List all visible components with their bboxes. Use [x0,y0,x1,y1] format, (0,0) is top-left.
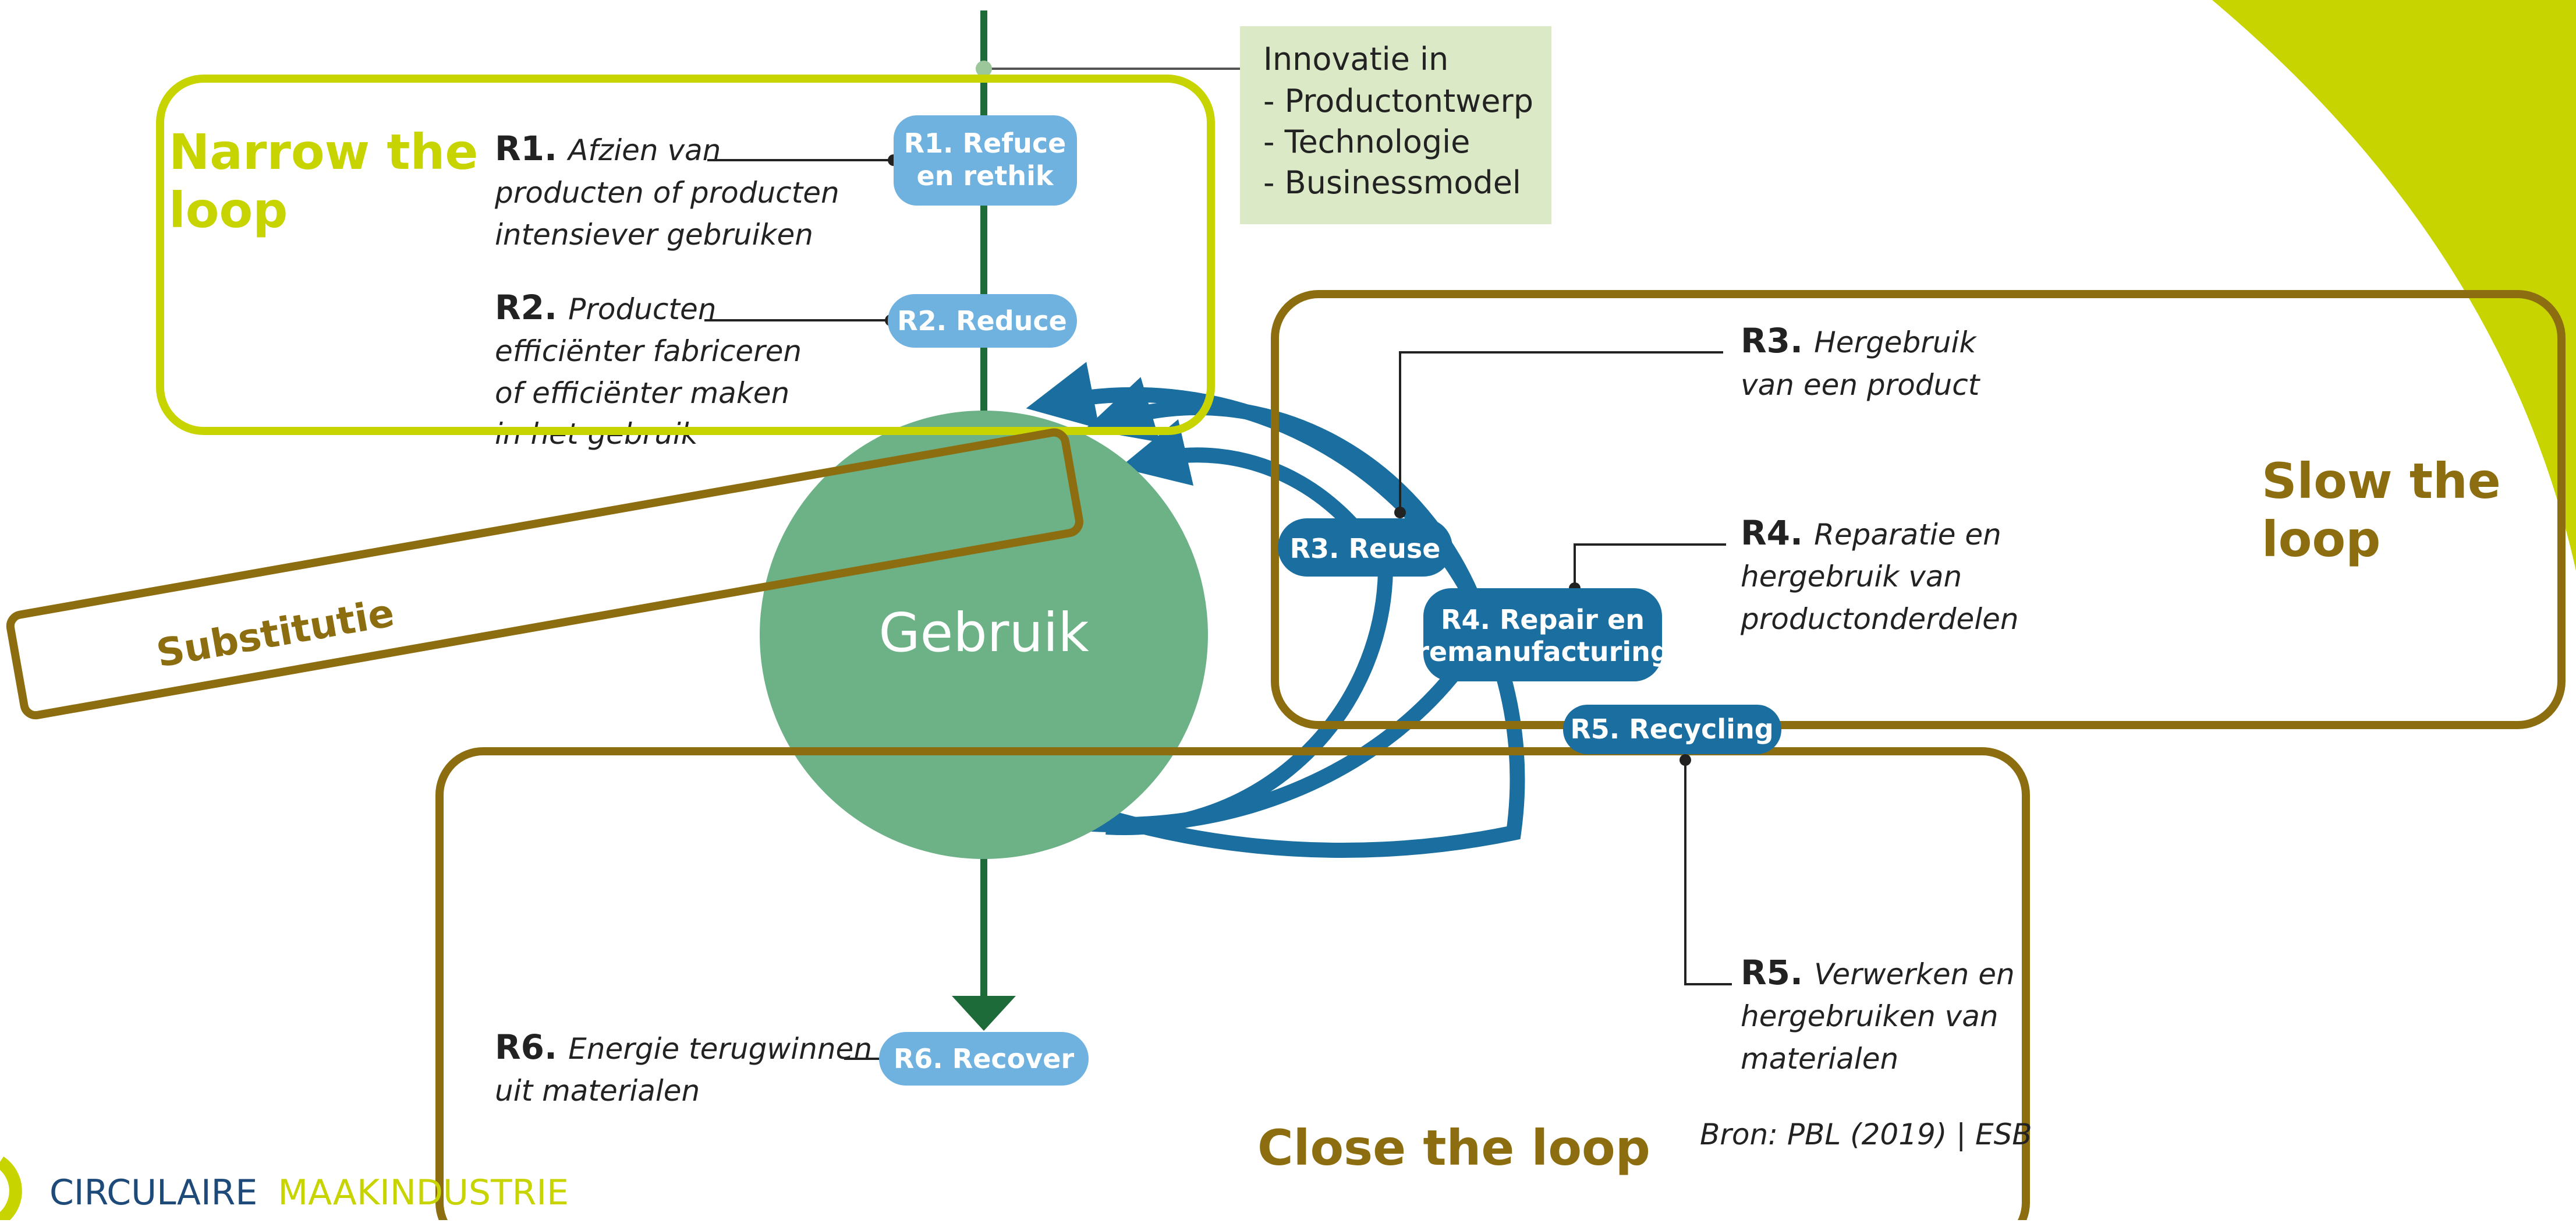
arrowhead-icon [952,996,1016,1031]
r2-pill-label: R2. Reduce [897,305,1067,337]
r1-desc-line3: intensiever gebruiken [495,218,813,252]
gebruik-label: Gebruik [878,602,1089,664]
r6-code: R6. [495,1027,557,1067]
narrow-loop-label-2: loop [169,182,288,239]
r5-desc-line2: hergebruiken van [1741,999,1999,1033]
corner-decoration [2212,0,2576,571]
r4-desc-line1: Reparatie en [1814,518,2001,552]
r2-desc-line2: efficiënter fabriceren [495,334,802,368]
r3-pill [1278,518,1452,577]
substitutie-box [6,428,1083,720]
r4-pill [1423,588,1662,681]
r1-description: R1. Afzien van [495,129,721,168]
r2-description: R2. Producten [495,288,716,327]
r5-desc-line1: Verwerken en [1814,957,2015,991]
r3-leader-dot [1394,507,1406,518]
r2-desc-line3: of efficiënter maken [495,376,789,410]
r1-pill [894,115,1077,206]
slow-loop-box [1271,290,2566,729]
close-loop-label: Close the loop [1257,1119,1650,1176]
r6-pill-label: R6. Recover [894,1043,1075,1074]
innovation-connector-dot [976,61,992,77]
gebruik-circle [760,411,1208,859]
r2-code: R2. [495,288,557,327]
innovation-title: Innovatie in [1263,41,1448,77]
r4-leader [1574,543,1726,588]
r4-pill-line1: R4. Repair en [1441,604,1645,635]
innovation-box [1240,26,1551,224]
r6-desc-line2: uit materialen [495,1074,700,1108]
r4-desc-line3: productonderdelen [1740,602,2019,636]
r2-desc-line1: Producten [568,292,716,326]
close-loop-box [435,747,2030,1223]
r5-code: R5. [1741,953,1803,992]
r3-desc-line1: Hergebruik [1814,326,1977,359]
r4-desc-line2: hergebruik van [1741,560,1962,593]
footer-brand-part1: CIRCULAIRE [49,1172,257,1213]
footer-brand-part2: MAAKINDUSTRIE [278,1172,569,1213]
r5-pill [1563,705,1781,754]
loop-arc-inner [1105,419,1394,835]
r4-code: R4. [1741,513,1803,553]
slow-loop-label-1: Slow the [2262,453,2501,510]
r4-description: R4. Reparatie en [1741,513,2001,553]
r5-leader-dot [1679,754,1691,766]
logo-arc-icon [0,1156,22,1223]
innovation-item-1: - Productontwerp [1263,83,1533,119]
r5-description: R5. Verwerken en [1741,953,2015,992]
r1-desc-line2: producten of producten [494,176,839,210]
r5-leader [1684,757,1732,985]
narrow-loop-label-1: Narrow the [169,123,478,181]
r2-pill [888,294,1077,348]
r1-pill-line1: R1. Refuce [904,128,1066,159]
r3-code: R3. [1741,321,1803,360]
r1-desc-line1: Afzien van [566,133,721,167]
footer-brand: CIRCULAIRE MAAKINDUSTRIE [49,1172,569,1213]
innovation-item-2: - Technologie [1263,123,1470,160]
substitutie-label: Substitutie [153,591,398,676]
r6-description: R6. Energie terugwinnen [495,1027,872,1067]
source-credit: Bron: PBL (2019) | ESB [1700,1118,2032,1151]
slow-loop-label-2: loop [2262,511,2380,568]
r6-desc-line1: Energie terugwinnen [568,1032,872,1066]
r4-pill-line2: remanufacturing [1416,636,1670,667]
r3-leader [1399,351,1723,512]
r1-pill-line2: en rethik [917,160,1054,192]
r1-code: R1. [495,129,557,168]
narrow-loop-box [156,75,1215,435]
r6-pill [879,1032,1089,1086]
r5-pill-label: R5. Recycling [1570,713,1773,745]
innovation-item-3: - Businessmodel [1263,164,1521,201]
r3-desc-line2: van een product [1741,368,1981,402]
r3-description: R3. Hergebruik [1741,321,1977,360]
r3-pill-label: R3. Reuse [1290,533,1441,564]
r5-desc-line3: materialen [1741,1042,1898,1076]
